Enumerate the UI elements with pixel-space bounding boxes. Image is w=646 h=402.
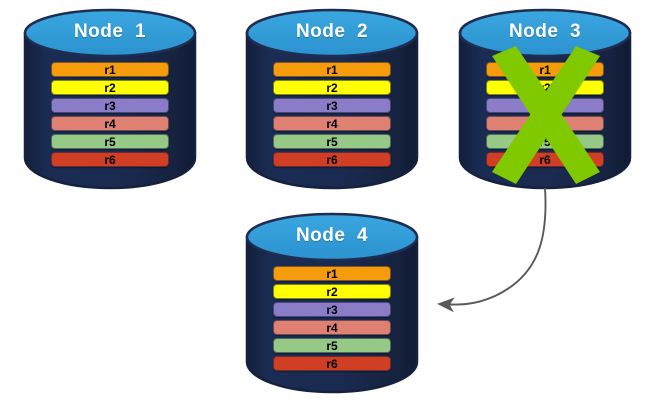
record-r4[interactable]: r4 [51,116,169,131]
record-r6[interactable]: r6 [273,356,391,371]
node-4[interactable]: Node 4 r1 r2 r3 r4 r5 r6 [245,212,419,394]
record-r6-label: r6 [104,152,116,167]
record-r1-label: r1 [104,62,116,77]
record-r1[interactable]: r1 [51,62,169,77]
record-r5-label: r5 [326,134,338,149]
node-4-records: r1 r2 r3 r4 r5 r6 [273,266,391,371]
record-r2-label: r2 [104,80,116,95]
node-2-records: r1 r2 r3 r4 r5 r6 [273,62,391,167]
record-r1[interactable]: r1 [486,62,604,77]
record-r6-label: r6 [539,152,551,167]
record-r5[interactable]: r5 [273,338,391,353]
node-1-records: r1 r2 r3 r4 r5 r6 [51,62,169,167]
record-r3-label: r3 [326,98,338,113]
node-2[interactable]: Node 2 r1 r2 r3 r4 r5 r6 [245,8,419,190]
record-r4-label: r4 [326,320,338,335]
record-r4[interactable]: r4 [273,116,391,131]
node-1[interactable]: Node 1 r1 r2 r3 r4 r5 r6 [23,8,197,190]
record-r4-label: r4 [326,116,338,131]
record-r2[interactable]: r2 [51,80,169,95]
record-r1[interactable]: r1 [273,62,391,77]
record-r1-label: r1 [326,266,338,281]
record-r3[interactable]: r3 [486,98,604,113]
record-r6-label: r6 [326,356,338,371]
record-r2[interactable]: r2 [273,80,391,95]
record-r2[interactable]: r2 [486,80,604,95]
record-r1-label: r1 [326,62,338,77]
record-r1[interactable]: r1 [273,266,391,281]
record-r6[interactable]: r6 [273,152,391,167]
record-r4-label: r4 [539,116,551,131]
record-r5[interactable]: r5 [51,134,169,149]
node-3[interactable]: Node 3 r1 r2 r3 r4 r5 r6 [458,8,632,190]
node-3-records: r1 r2 r3 r4 r5 r6 [486,62,604,167]
record-r6[interactable]: r6 [51,152,169,167]
record-r2-label: r2 [326,284,338,299]
record-r5[interactable]: r5 [273,134,391,149]
record-r5-label: r5 [104,134,116,149]
record-r2[interactable]: r2 [273,284,391,299]
record-r4-label: r4 [104,116,116,131]
record-r6[interactable]: r6 [486,152,604,167]
record-r5[interactable]: r5 [486,134,604,149]
record-r3[interactable]: r3 [51,98,169,113]
record-r4[interactable]: r4 [486,116,604,131]
record-r4[interactable]: r4 [273,320,391,335]
record-r2-label: r2 [326,80,338,95]
record-r1-label: r1 [539,62,551,77]
record-r3[interactable]: r3 [273,302,391,317]
record-r3-label: r3 [539,98,551,113]
record-r3[interactable]: r3 [273,98,391,113]
record-r5-label: r5 [326,338,338,353]
record-r2-label: r2 [539,80,551,95]
record-r6-label: r6 [326,152,338,167]
record-r3-label: r3 [326,302,338,317]
record-r3-label: r3 [104,98,116,113]
record-r5-label: r5 [539,134,551,149]
